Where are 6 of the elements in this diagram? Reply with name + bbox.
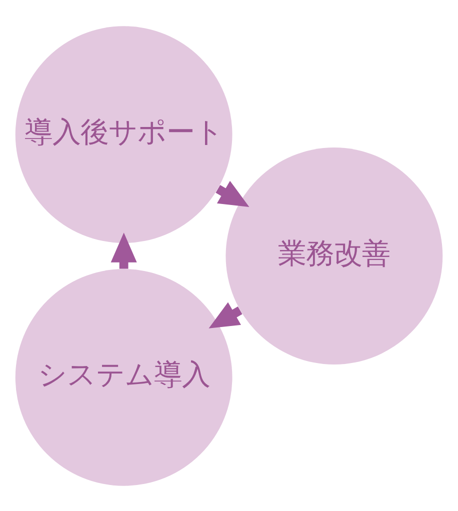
- arrow: [216, 180, 250, 206]
- arrow: [110, 232, 137, 268]
- node-circle: システム導入: [15, 268, 232, 486]
- arrow: [208, 302, 242, 328]
- node-circle: 導入後サポート: [15, 26, 232, 242]
- node-circle: 業務改善: [226, 147, 443, 364]
